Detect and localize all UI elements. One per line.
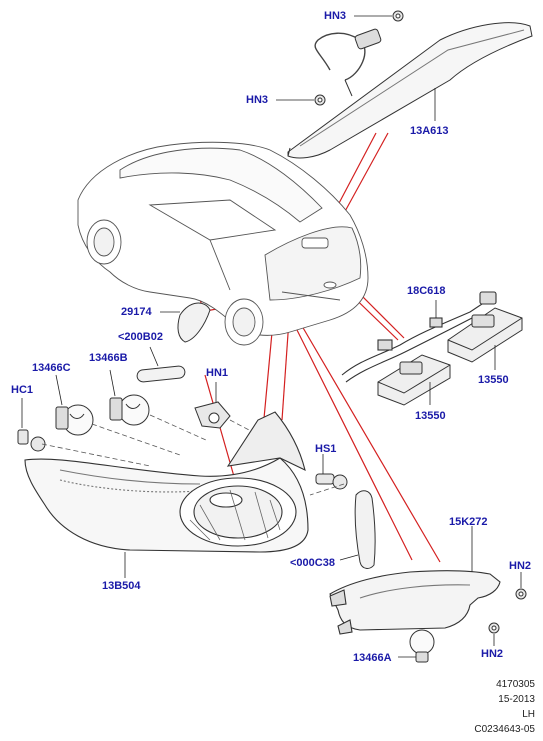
callout-29174: 29174 (121, 306, 152, 318)
license-lamp-right (447, 307, 523, 370)
callout-hc1: HC1 (11, 384, 34, 396)
reflector-200B02 (136, 346, 186, 383)
clip-HC1 (17, 398, 46, 452)
vehicle-outline (77, 141, 369, 346)
callout-hn3-mid: HN3 (246, 94, 269, 106)
callout-200B02: <200B02 (118, 331, 163, 343)
nut-HN2-bottom (488, 622, 500, 646)
bulb-13466C (55, 374, 94, 436)
callout-hn2-bottom: HN2 (481, 648, 504, 660)
callout-hn2-right: HN2 (509, 560, 532, 572)
nut-HN2-right (515, 572, 527, 600)
model-year: 15-2013 (498, 694, 535, 705)
callout-000C38: <000C38 (290, 557, 335, 569)
callout-18C618: 18C618 (407, 285, 446, 297)
illustration-code: C0234643-05 (474, 724, 535, 735)
drive-side: LH (522, 709, 535, 720)
nut-HN1 (194, 382, 231, 429)
callout-13550-right: 13550 (478, 374, 509, 386)
callout-hs1: HS1 (315, 443, 337, 455)
reflector-29174 (160, 302, 211, 343)
callout-13A613: 13A613 (410, 125, 449, 137)
license-lamp-harness (341, 291, 497, 383)
rear-fog-lamp-assembly (24, 411, 309, 578)
callout-hn3-top: HN3 (324, 10, 347, 22)
hn3-nut-mid (276, 94, 326, 106)
hn3-nut-top (354, 10, 404, 22)
callout-13466A: 13466A (353, 652, 392, 664)
diagram-reference-block: 4170305 15-2013 LH C0234643-05 (474, 677, 535, 737)
callout-15K272: 15K272 (449, 516, 488, 528)
bulb-13466B (109, 369, 150, 426)
callout-13550-bottom: 13550 (415, 410, 446, 422)
callout-13466C: 13466C (32, 362, 71, 374)
bezel-000C38 (339, 490, 376, 569)
reference-number: 4170305 (496, 679, 535, 690)
screw-HS1 (315, 454, 348, 490)
callout-hn1: HN1 (206, 367, 229, 379)
high-mount-stop-lamp (287, 22, 533, 159)
license-lamp-left (377, 354, 451, 406)
bulb-13466A (398, 629, 435, 663)
bumper-lamp-15K272 (329, 526, 501, 635)
callout-13B504: 13B504 (102, 580, 141, 592)
callout-13466B: 13466B (89, 352, 128, 364)
